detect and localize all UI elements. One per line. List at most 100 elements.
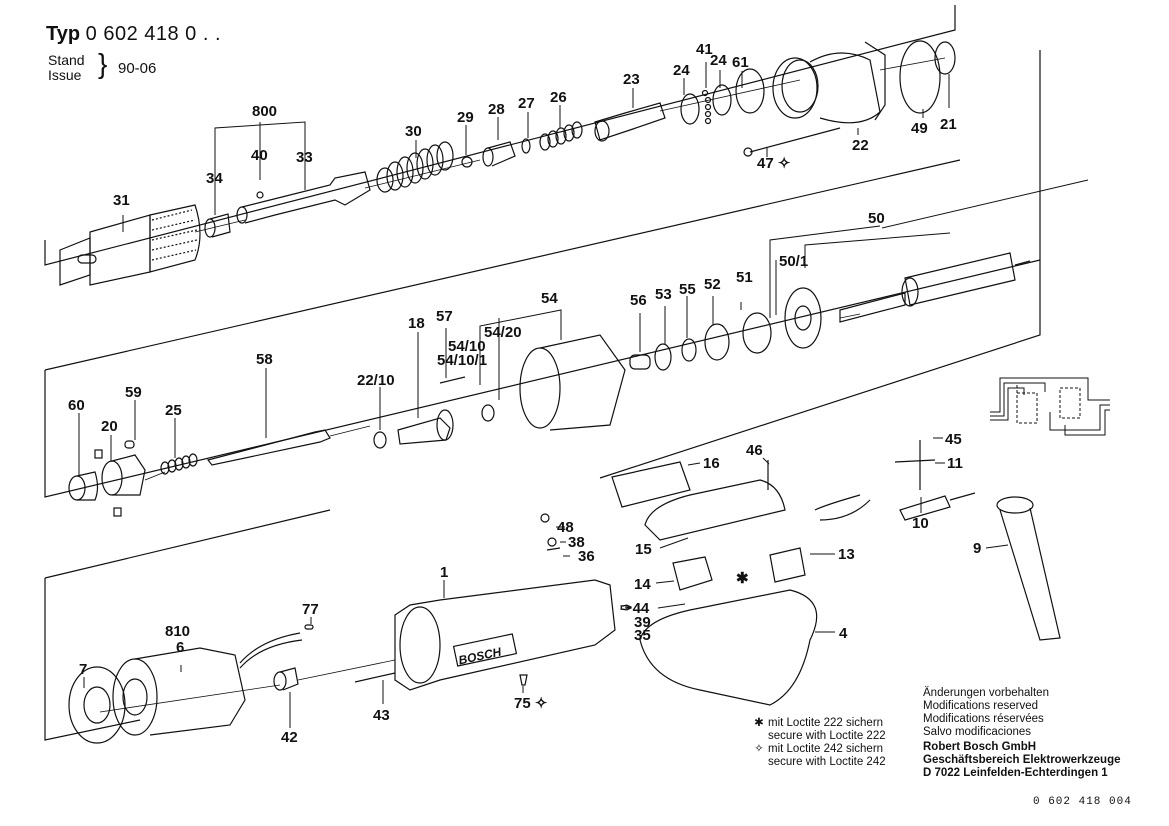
label-23: 23 (623, 71, 640, 88)
label-54: 54 (541, 290, 558, 307)
label-44: ✑44 (620, 600, 650, 617)
label-800: 800 (252, 103, 277, 120)
part-42-bearing (273, 667, 299, 691)
label-45: 45 (945, 431, 962, 448)
label-51: 51 (736, 269, 753, 286)
part-50-1-fan (784, 287, 822, 349)
label-30: 30 (405, 123, 422, 140)
label-24a: 24 (673, 62, 690, 79)
part-30-spring (376, 141, 454, 193)
label-54-10: 54/10 (448, 338, 486, 355)
part-75-nipple (519, 674, 528, 686)
part-26-spring (539, 121, 583, 151)
label-60: 60 (68, 397, 85, 414)
label-39: 39 (634, 614, 651, 631)
part-50-armature (839, 252, 1031, 323)
label-56: 56 (630, 292, 647, 309)
part-24-washer-2 (712, 84, 732, 116)
notice-en: Modifications reserved (923, 700, 1039, 712)
label-41: 41 (696, 41, 713, 58)
part-1-motor-housing (394, 579, 616, 691)
label-40: 40 (251, 147, 268, 164)
label-14: 14 (634, 576, 651, 593)
part-53-bearing (654, 343, 672, 371)
label-50: 50 (868, 210, 885, 227)
stand-issue-block: Stand Issue (48, 53, 85, 83)
part-54-bearing-housing (519, 334, 626, 431)
part-43-screw (354, 672, 396, 683)
label-58: 58 (256, 351, 273, 368)
part-57-screw (439, 376, 466, 384)
brace-symbol: } (98, 48, 108, 79)
part-23-spindle (594, 102, 666, 142)
label-46: 46 (746, 442, 763, 459)
part-59-pin (124, 440, 135, 449)
part-28-sleeve (482, 141, 516, 167)
part-pin-2 (94, 449, 103, 459)
part-11-clamp (894, 459, 936, 463)
issue-label: Issue (48, 67, 82, 83)
panel-frame-top (44, 5, 956, 266)
label-10: 10 (912, 515, 929, 532)
wiring-schematic (990, 377, 1110, 436)
part-10-cable-sleeve (899, 495, 951, 521)
label-59: 59 (125, 384, 142, 401)
label-27: 27 (518, 95, 535, 112)
cable-wire-2 (819, 499, 871, 521)
legend-diamond-row: ✧mit Loctite 242 sichern (750, 743, 886, 756)
legend-star-line2: secure with Loctite 222 (768, 730, 886, 742)
leader-lines (78, 62, 1089, 728)
brand-logo-text: BOSCH (457, 645, 503, 668)
coil-wire-1 (239, 632, 301, 664)
part-77-pin (304, 624, 314, 630)
label-53: 53 (655, 286, 672, 303)
part-61-oring (735, 68, 765, 114)
part-52-bearing (704, 323, 730, 361)
label-43: 43 (373, 707, 390, 724)
label-7: 7 (79, 661, 87, 678)
part-60-ring (68, 471, 99, 501)
part-51-plate (742, 312, 772, 354)
part-16-plate (611, 461, 691, 508)
part-20-gear (101, 454, 146, 496)
label-20: 20 (101, 418, 118, 435)
label-28: 28 (488, 101, 505, 118)
label-18: 18 (408, 315, 425, 332)
label-22-10: 22/10 (357, 372, 395, 389)
label-35: 35 (634, 627, 651, 644)
panel-frame-middle-right (599, 260, 1041, 479)
coil-wire-2 (239, 639, 303, 669)
part-34-sleeve (204, 213, 231, 238)
part-25-spring (160, 453, 198, 475)
part-47-screw-head (743, 147, 753, 157)
panel-frame-bottom-top (44, 509, 331, 579)
legend-diamond-line2: secure with Loctite 242 (768, 756, 886, 768)
label-38: 38 (568, 534, 585, 551)
legend-diamond-line1: mit Loctite 242 sichern (768, 743, 884, 755)
label-25: 25 (165, 402, 182, 419)
label-26: 26 (550, 89, 567, 106)
label-810: 810 (165, 623, 190, 640)
star-icon: ✱ (754, 717, 764, 729)
company-name: Robert Bosch GmbH (923, 741, 1037, 753)
star-marker: ✱ (736, 570, 749, 587)
notice-es: Salvo modificaciones (923, 726, 1032, 738)
label-57: 57 (436, 308, 453, 325)
part-24-washer (680, 93, 700, 125)
label-55: 55 (679, 281, 696, 298)
part-22-gear-housing (772, 41, 886, 124)
part-labels: 800 40 34 33 31 30 29 28 27 26 23 24 41 … (68, 41, 981, 746)
label-9: 9 (973, 540, 981, 557)
label-6: 6 (176, 639, 184, 656)
part-22-10-bushing (373, 431, 387, 449)
label-49: 49 (911, 120, 928, 137)
part-33-shaft (236, 171, 371, 224)
label-50-1: 50/1 (779, 253, 808, 270)
panel-frame-bottom (44, 578, 141, 741)
part-49-oring (899, 40, 941, 114)
type-header: Typ 0 602 418 0 . . (46, 24, 221, 44)
notice-de: Änderungen vorbehalten (923, 687, 1049, 699)
label-31: 31 (113, 192, 130, 209)
